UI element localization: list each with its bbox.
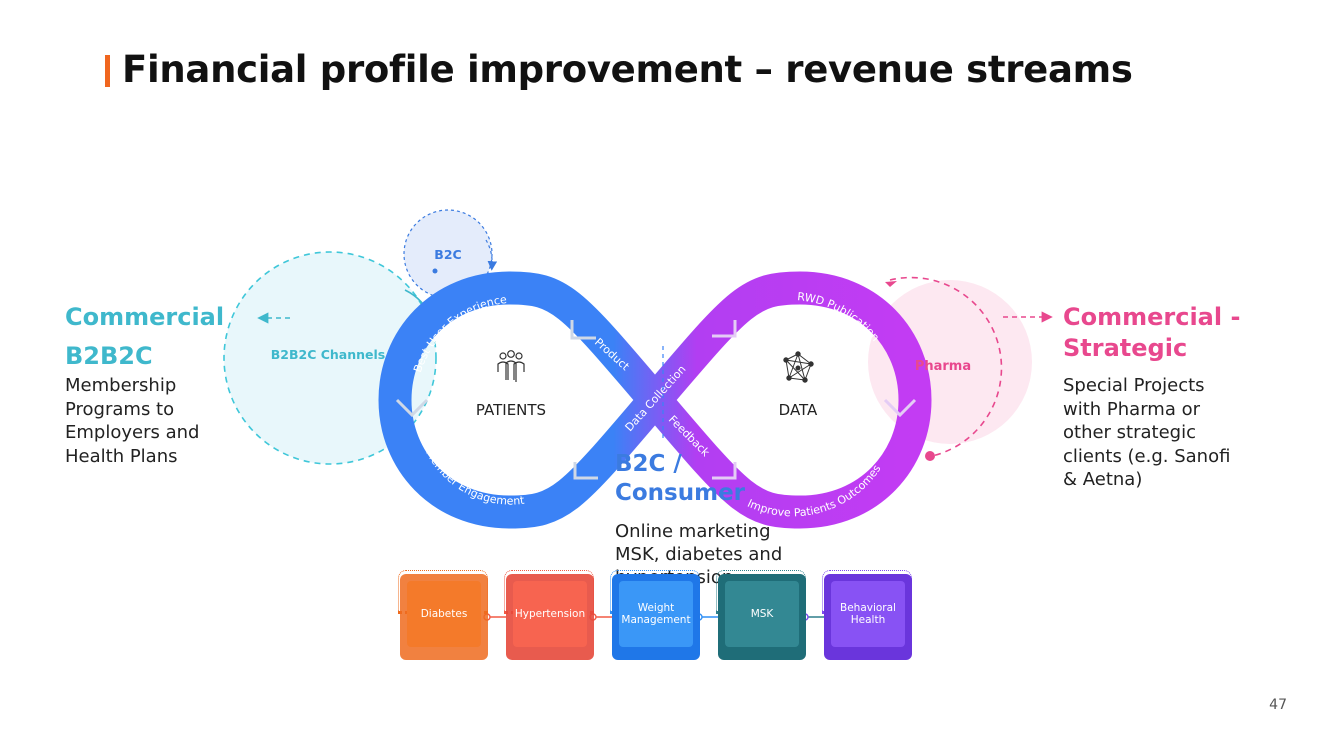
b2b2c-description-line: Membership (65, 375, 177, 396)
infinity-band (378, 271, 932, 529)
b2c-heading-line2: Consumer (615, 480, 746, 506)
page-title: Financial profile improvement – revenue … (122, 48, 1133, 91)
network-graph-icon (783, 351, 814, 383)
b2b2c-heading-line1: Commercial – (65, 303, 245, 331)
page-number: 47 (1269, 697, 1287, 713)
segment-marker (712, 320, 737, 338)
pharma-dot (925, 451, 935, 461)
program-tile-hypertension: Hypertension (504, 570, 594, 660)
strategic-description-line: & Aetna) (1063, 469, 1143, 490)
strategic-description-line: clients (e.g. Sanofi (1063, 445, 1231, 467)
strategic-heading: Commercial - Strategic (1063, 302, 1240, 364)
program-label-line: Management (621, 614, 691, 626)
b2c-description: Online marketing MSK, diabetes and hyper… (615, 520, 782, 589)
program-label: Hypertension (513, 581, 587, 647)
patients-label: PATIENTS (476, 401, 546, 419)
b2c-bubble (403, 209, 493, 299)
program-label: MSK (725, 581, 799, 647)
b2b2c-description-line: Health Plans (65, 445, 178, 467)
strategic-description-line: Special Projects (1063, 375, 1205, 396)
strategic-description-line: with Pharma or (1063, 398, 1200, 420)
b2c-description-line: Online marketing (615, 521, 771, 542)
data-label: DATA (779, 401, 818, 419)
program-tile-diabetes: Diabetes (398, 570, 488, 660)
program-label-line: Diabetes (420, 608, 468, 620)
segment-marker (712, 462, 737, 480)
segment-marker (570, 320, 596, 340)
segment-marker (395, 398, 429, 418)
program-label-line: Hypertension (514, 608, 586, 620)
program-tile-msk: MSK (716, 570, 806, 660)
segment-marker (573, 462, 598, 480)
b2b2c-heading-line2: B2B2C (65, 342, 153, 370)
program-label-line: Weight (637, 602, 675, 614)
strategic-description: Special Projects with Pharma or other st… (1063, 374, 1230, 492)
b2c-bubble-label: B2C (434, 247, 461, 262)
segment-marker (883, 398, 917, 418)
b2c-bubble-arrow (485, 239, 498, 271)
b2c-heading-line1: B2C / (615, 451, 682, 477)
pharma-label: Pharma (915, 359, 971, 374)
b2b2c-channels-label: B2B2C Channels (271, 347, 385, 362)
b2b2c-heading: Commercial – B2B2C (65, 302, 244, 372)
b2c-bubble-dot (432, 268, 438, 274)
program-label: Diabetes (407, 581, 481, 647)
title-accent-bar (105, 55, 110, 87)
strategic-heading-line2: Strategic (1063, 334, 1188, 362)
people-group-icon (497, 350, 525, 382)
program-label-line: MSK (750, 608, 774, 620)
b2b2c-description-line: Programs to (65, 398, 175, 420)
b2b2c-description: Membership Programs to Employers and Hea… (65, 374, 199, 468)
b2c-description-line: MSK, diabetes and (615, 544, 783, 565)
program-label-line: Behavioral (840, 602, 896, 614)
b2b2c-description-line: Employers and (65, 422, 200, 443)
strategic-description-line: other strategic (1063, 422, 1196, 443)
pharma-arrowhead (885, 281, 897, 287)
b2c-heading: B2C / Consumer (615, 450, 745, 508)
strategic-heading-line1: Commercial - (1063, 303, 1241, 331)
program-label-line: Health (850, 614, 886, 626)
